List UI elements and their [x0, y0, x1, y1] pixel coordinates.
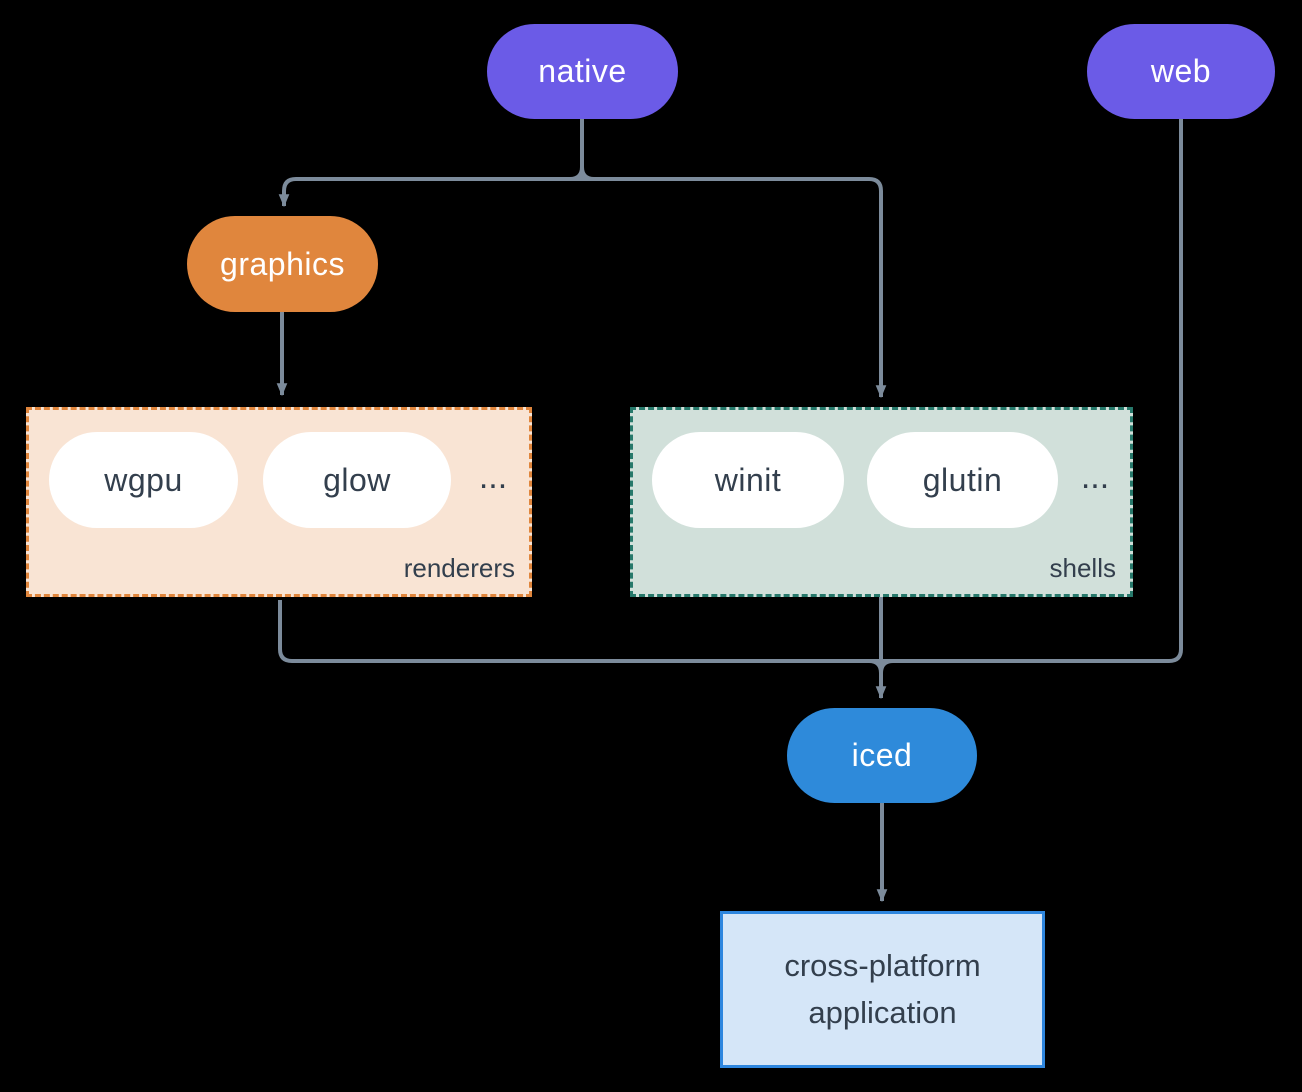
node-graphics: graphics: [187, 216, 378, 312]
node-web: web: [1087, 24, 1275, 119]
group-renderers: wgpu glow ... renderers: [26, 407, 532, 597]
shells-ellipsis: ...: [1080, 458, 1110, 496]
node-wgpu: wgpu: [49, 432, 238, 528]
connector-renderers-to-merge: [278, 600, 881, 663]
node-native: native: [487, 24, 678, 119]
group-shells: winit glutin ... shells: [630, 407, 1133, 597]
connector-web-to-merge: [881, 119, 1183, 663]
node-winit: winit: [652, 432, 844, 528]
node-cross-platform-application: cross-platform application: [720, 911, 1045, 1068]
shells-group-label: shells: [1049, 553, 1116, 583]
connector-native-to-graphics: [278, 177, 582, 208]
node-iced: iced: [787, 708, 977, 803]
node-glow: glow: [263, 432, 451, 528]
renderers-group-label: renderers: [403, 553, 515, 583]
renderers-ellipsis: ...: [478, 458, 508, 496]
connector-native-to-shells: [582, 177, 887, 399]
node-glutin: glutin: [867, 432, 1058, 528]
